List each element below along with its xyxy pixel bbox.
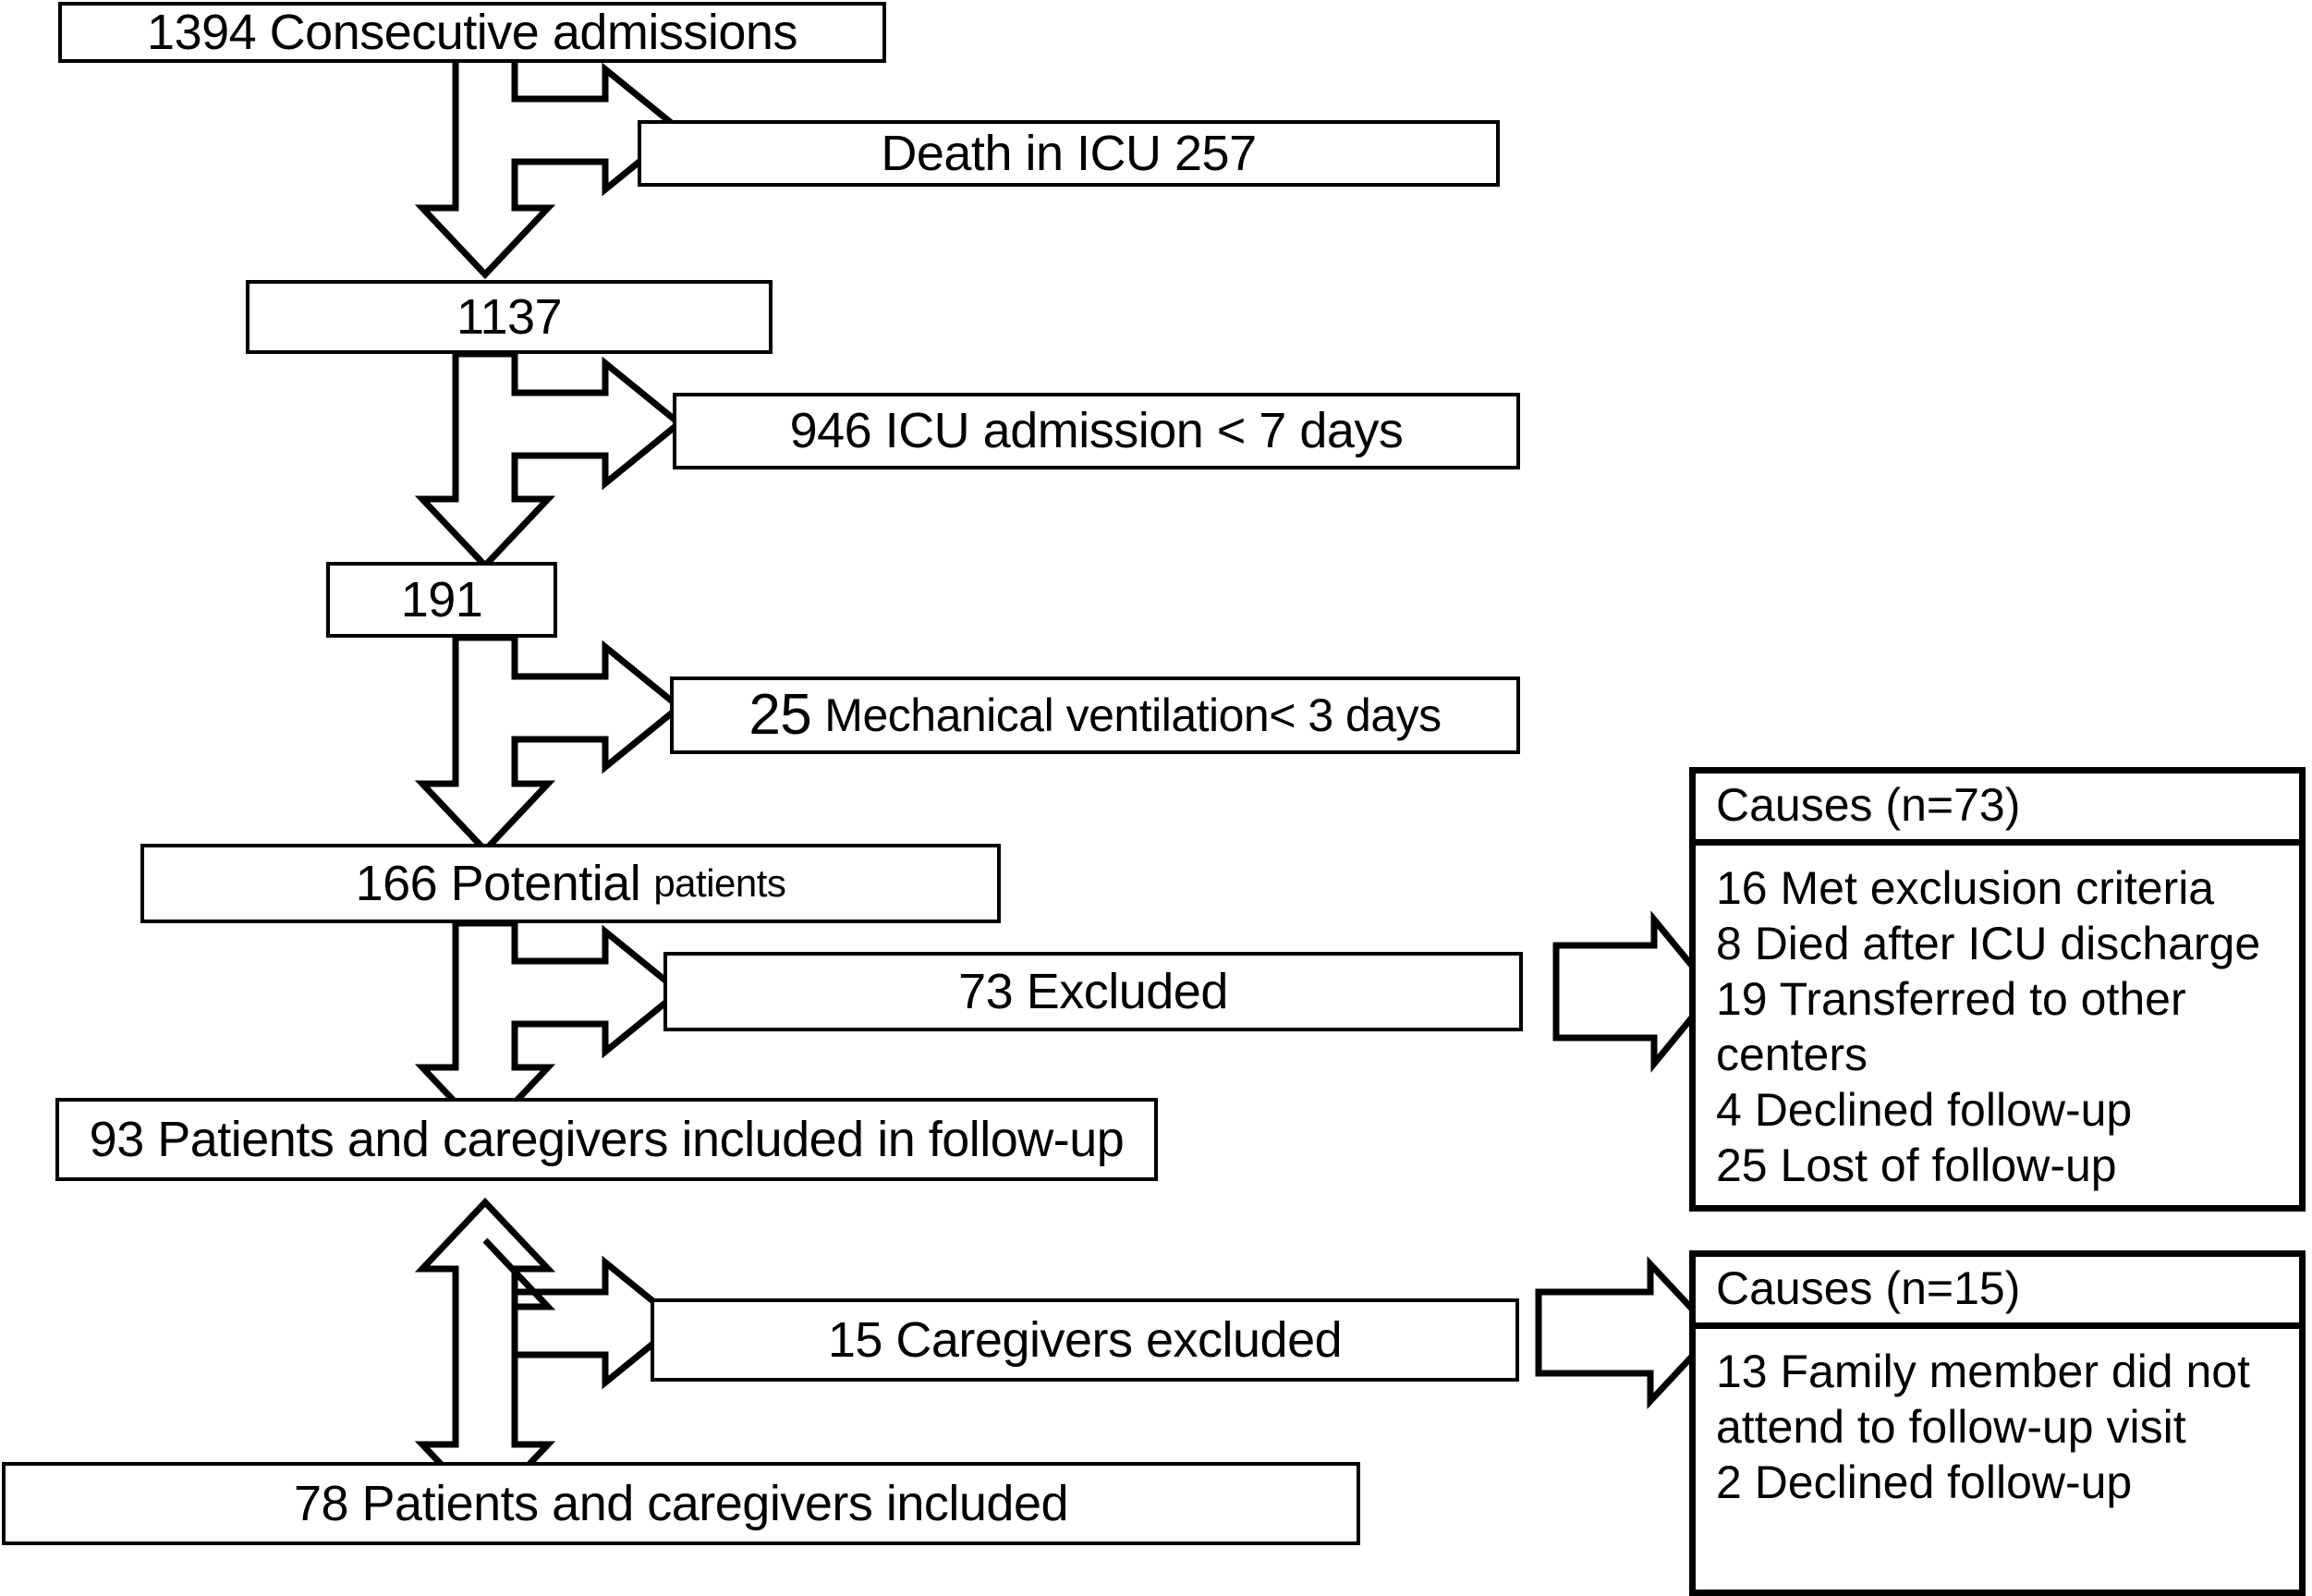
causes-73-list: 16 Met exclusion criteria 8 Died after I…	[1696, 846, 2299, 1206]
causes-panel-73: Causes (n=73) 16 Met exclusion criteria …	[1689, 767, 2306, 1212]
causes-15-item: 2 Declined follow-up	[1716, 1456, 2133, 1508]
node-caregivers-excluded: 15 Caregivers excluded	[651, 1298, 1519, 1382]
causes-15-list: 13 Family member did not attend to follo…	[1696, 1329, 2299, 1590]
causes-15-item: attend to follow-up visit	[1716, 1400, 2186, 1453]
causes-panel-15: Causes (n=15) 13 Family member did not a…	[1689, 1250, 2306, 1596]
node-label: Death in ICU 257	[881, 125, 1257, 181]
node-label: 93 Patients and caregivers included in f…	[89, 1111, 1125, 1167]
causes-73-item: 16 Met exclusion criteria	[1716, 861, 2215, 914]
node-count: 166 Potential	[355, 855, 641, 911]
node-label: 78 Patients and caregivers included	[293, 1475, 1069, 1531]
causes-73-item: 4 Declined follow-up	[1716, 1083, 2133, 1136]
node-label: 15 Caregivers excluded	[827, 1311, 1343, 1368]
node-label: 1137	[456, 288, 563, 345]
right-arrow-to-causes-15	[1535, 1256, 1719, 1409]
node-after-short-stay: 191	[326, 562, 557, 638]
causes-15-header: Causes (n=15)	[1696, 1257, 2299, 1329]
causes-73-item: 25 Lost of follow-up	[1716, 1139, 2117, 1191]
node-excluded: 73 Excluded	[663, 952, 1523, 1031]
node-label: patients	[653, 860, 786, 905]
node-included-in-followup: 93 Patients and caregivers included in f…	[55, 1098, 1158, 1181]
branch-arrow-3	[414, 634, 685, 856]
node-count: 25	[748, 683, 812, 748]
node-label: 1394 Consecutive admissions	[147, 4, 797, 60]
causes-73-item: 19 Transferred to other	[1716, 972, 2186, 1025]
node-short-icu-stay: 946 ICU admission < 7 days	[673, 393, 1520, 469]
causes-15-item: 13 Family member did not	[1716, 1345, 2251, 1397]
node-label: 191	[400, 571, 483, 627]
node-after-death: 1137	[246, 280, 773, 354]
node-final-included: 78 Patients and caregivers included	[2, 1462, 1360, 1545]
causes-73-header: Causes (n=73)	[1696, 774, 2299, 846]
node-potential-patients: 166 Potential patients	[140, 844, 1001, 923]
node-label: Mechanical ventilation< 3 days	[824, 688, 1442, 741]
node-short-ventilation: 25 Mechanical ventilation< 3 days	[670, 676, 1520, 754]
causes-73-item: centers	[1716, 1028, 1868, 1080]
node-label: 946 ICU admission < 7 days	[789, 403, 1404, 459]
causes-73-item: 8 Died after ICU discharge	[1716, 917, 2261, 969]
node-label: 73 Excluded	[958, 963, 1228, 1019]
node-consecutive-admissions: 1394 Consecutive admissions	[58, 2, 886, 63]
branch-arrow-2	[414, 350, 685, 571]
node-death-in-icu: Death in ICU 257	[638, 120, 1500, 187]
